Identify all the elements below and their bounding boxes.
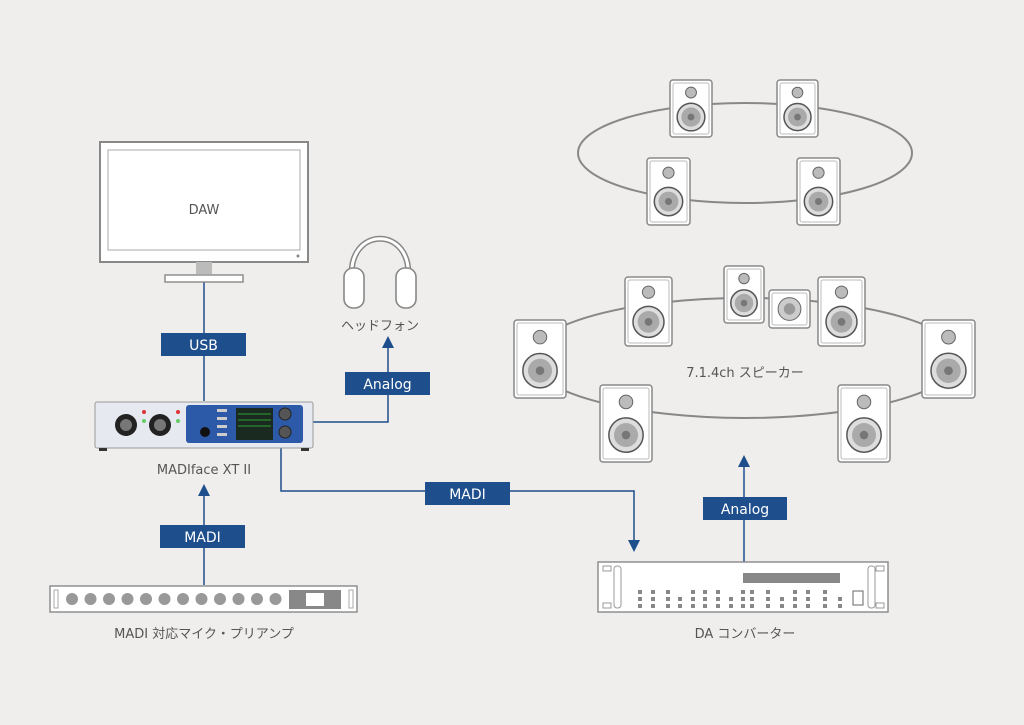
converter-button	[703, 604, 707, 608]
madiface-interface	[94, 401, 314, 451]
converter-button	[716, 604, 720, 608]
converter-button	[729, 597, 733, 601]
converter-button	[741, 597, 745, 601]
converter-button	[729, 604, 733, 608]
speaker-icon	[669, 79, 713, 138]
converter-button	[651, 590, 655, 594]
speaker-icon	[817, 276, 866, 347]
interface-label: MADIface XT II	[157, 463, 251, 478]
preamp-knob	[66, 593, 78, 605]
converter-button	[678, 604, 682, 608]
converter-button	[823, 604, 827, 608]
converter-button	[741, 590, 745, 594]
converter-button	[666, 597, 670, 601]
converter-button	[793, 597, 797, 601]
converter-button	[806, 604, 810, 608]
speaker-icon	[624, 276, 673, 347]
preamp-knob	[103, 593, 115, 605]
speaker-icon	[599, 384, 653, 463]
speaker-icon	[513, 319, 567, 399]
monitor-label: DAW	[189, 203, 220, 218]
preamp-knob	[84, 593, 97, 605]
converter-button	[678, 597, 682, 601]
converter-button	[651, 604, 655, 608]
converter-button	[638, 604, 642, 608]
speaker-icon	[776, 79, 819, 138]
madi-converter-label: MADI	[425, 482, 510, 505]
converter-button	[638, 597, 642, 601]
preamp-knob	[140, 593, 152, 605]
converter-button	[766, 590, 770, 594]
converter-button	[716, 597, 720, 601]
speaker-icon	[768, 289, 811, 329]
converter-label: DA コンバーター	[695, 627, 796, 642]
speaker-group	[513, 79, 976, 463]
converter-button	[750, 604, 754, 608]
speaker-icon	[723, 265, 765, 324]
converter-button	[691, 597, 695, 601]
preamp-knob	[232, 593, 245, 605]
converter-button	[766, 597, 770, 601]
analog-headphones-label: Analog	[345, 372, 430, 395]
preamp-knob	[158, 593, 171, 605]
preamp-knob	[177, 593, 189, 605]
converter-button	[780, 597, 784, 601]
svg-text:Analog: Analog	[721, 502, 769, 518]
madi-preamp-label: MADI	[160, 525, 245, 548]
converter-button	[666, 604, 670, 608]
preamp-knob	[269, 593, 282, 605]
preamp-knob	[214, 593, 226, 605]
speaker-icon	[921, 319, 976, 399]
preamp-knob	[251, 593, 263, 605]
converter-button	[716, 590, 720, 594]
headphones-label: ヘッドフォン	[341, 319, 419, 334]
preamp-knob	[195, 593, 208, 605]
converter-button	[766, 604, 770, 608]
converter-button	[838, 604, 842, 608]
converter-button	[691, 604, 695, 608]
converter-button	[806, 590, 810, 594]
converter-button	[823, 590, 827, 594]
converter-button	[823, 597, 827, 601]
analog-headphone-cable	[313, 336, 394, 423]
preamp-label: MADI 対応マイク・プリアンプ	[114, 627, 294, 642]
converter-button	[638, 590, 642, 594]
converter-button	[741, 604, 745, 608]
daw-monitor: DAW	[99, 141, 309, 283]
usb-label: USB	[161, 333, 246, 356]
speaker-icon	[837, 384, 891, 463]
converter-button	[838, 597, 842, 601]
da-converter	[597, 561, 889, 613]
speaker-icon	[646, 157, 691, 226]
converter-button	[806, 597, 810, 601]
converter-button	[651, 597, 655, 601]
height-speaker-ring	[577, 102, 913, 204]
converter-button	[750, 590, 754, 594]
madi-preamp	[49, 585, 358, 613]
converter-button	[666, 590, 670, 594]
svg-text:MADI: MADI	[449, 487, 486, 503]
converter-button	[780, 604, 784, 608]
converter-button	[691, 590, 695, 594]
svg-text:USB: USB	[189, 338, 218, 354]
converter-button	[703, 597, 707, 601]
converter-button	[703, 590, 707, 594]
converter-button	[793, 604, 797, 608]
analog-speakers-label: Analog	[703, 497, 787, 520]
speakers-label: 7.1.4ch スピーカー	[686, 366, 804, 381]
preamp-knob	[121, 593, 134, 605]
headphones-icon	[343, 235, 417, 309]
svg-text:MADI: MADI	[184, 530, 221, 546]
converter-button	[793, 590, 797, 594]
speaker-icon	[796, 157, 841, 226]
svg-text:Analog: Analog	[363, 377, 411, 393]
converter-button	[750, 597, 754, 601]
